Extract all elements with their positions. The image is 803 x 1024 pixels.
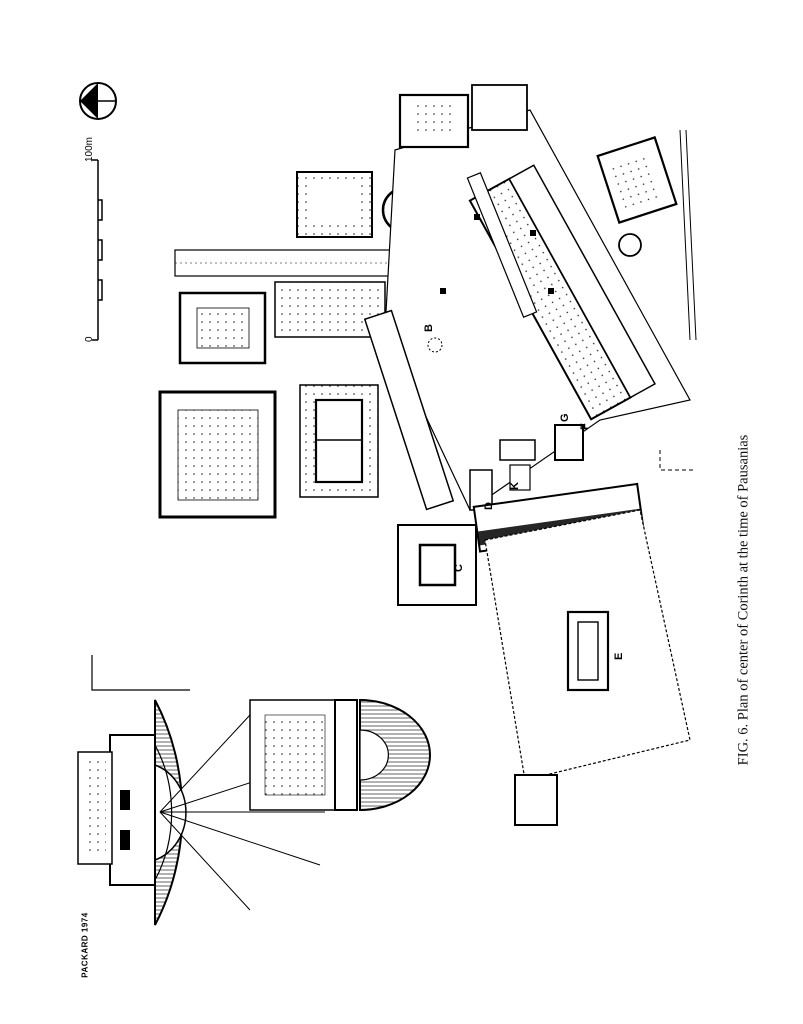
label-d: D <box>483 502 495 510</box>
drafter-credit: PACKARD 1974 <box>80 912 90 978</box>
temple-e-precinct <box>484 509 691 781</box>
label-k: K <box>509 482 521 490</box>
label-c: C <box>453 564 465 572</box>
building-c <box>397 524 477 606</box>
lechaion-road-stoa <box>174 249 396 338</box>
building-top-right-1 <box>398 84 528 149</box>
label-b: B <box>423 324 435 332</box>
label-f: F <box>579 423 591 430</box>
temple-precinct-north <box>296 171 373 238</box>
north-arrow-icon <box>79 82 117 120</box>
road-lines <box>659 129 697 471</box>
building-southwest <box>514 774 558 826</box>
label-e: E <box>613 653 625 660</box>
temple-octastyle <box>299 384 379 498</box>
scale-zero-label: 0 <box>84 336 95 342</box>
odeion <box>249 698 431 812</box>
temple-top-right-2 <box>596 136 678 257</box>
figure-caption: FIG. 6. Plan of center of Corinth at the… <box>735 434 752 766</box>
courtyard-building-1 <box>158 390 277 519</box>
scale-max-label: 100m <box>84 137 95 162</box>
boundary-line <box>91 655 190 691</box>
small-temples-west <box>469 424 584 511</box>
forum <box>363 109 691 511</box>
courtyard-building-2 <box>178 291 267 365</box>
label-g: G <box>559 413 571 422</box>
theatre <box>77 699 325 926</box>
scale-bar <box>92 159 103 341</box>
